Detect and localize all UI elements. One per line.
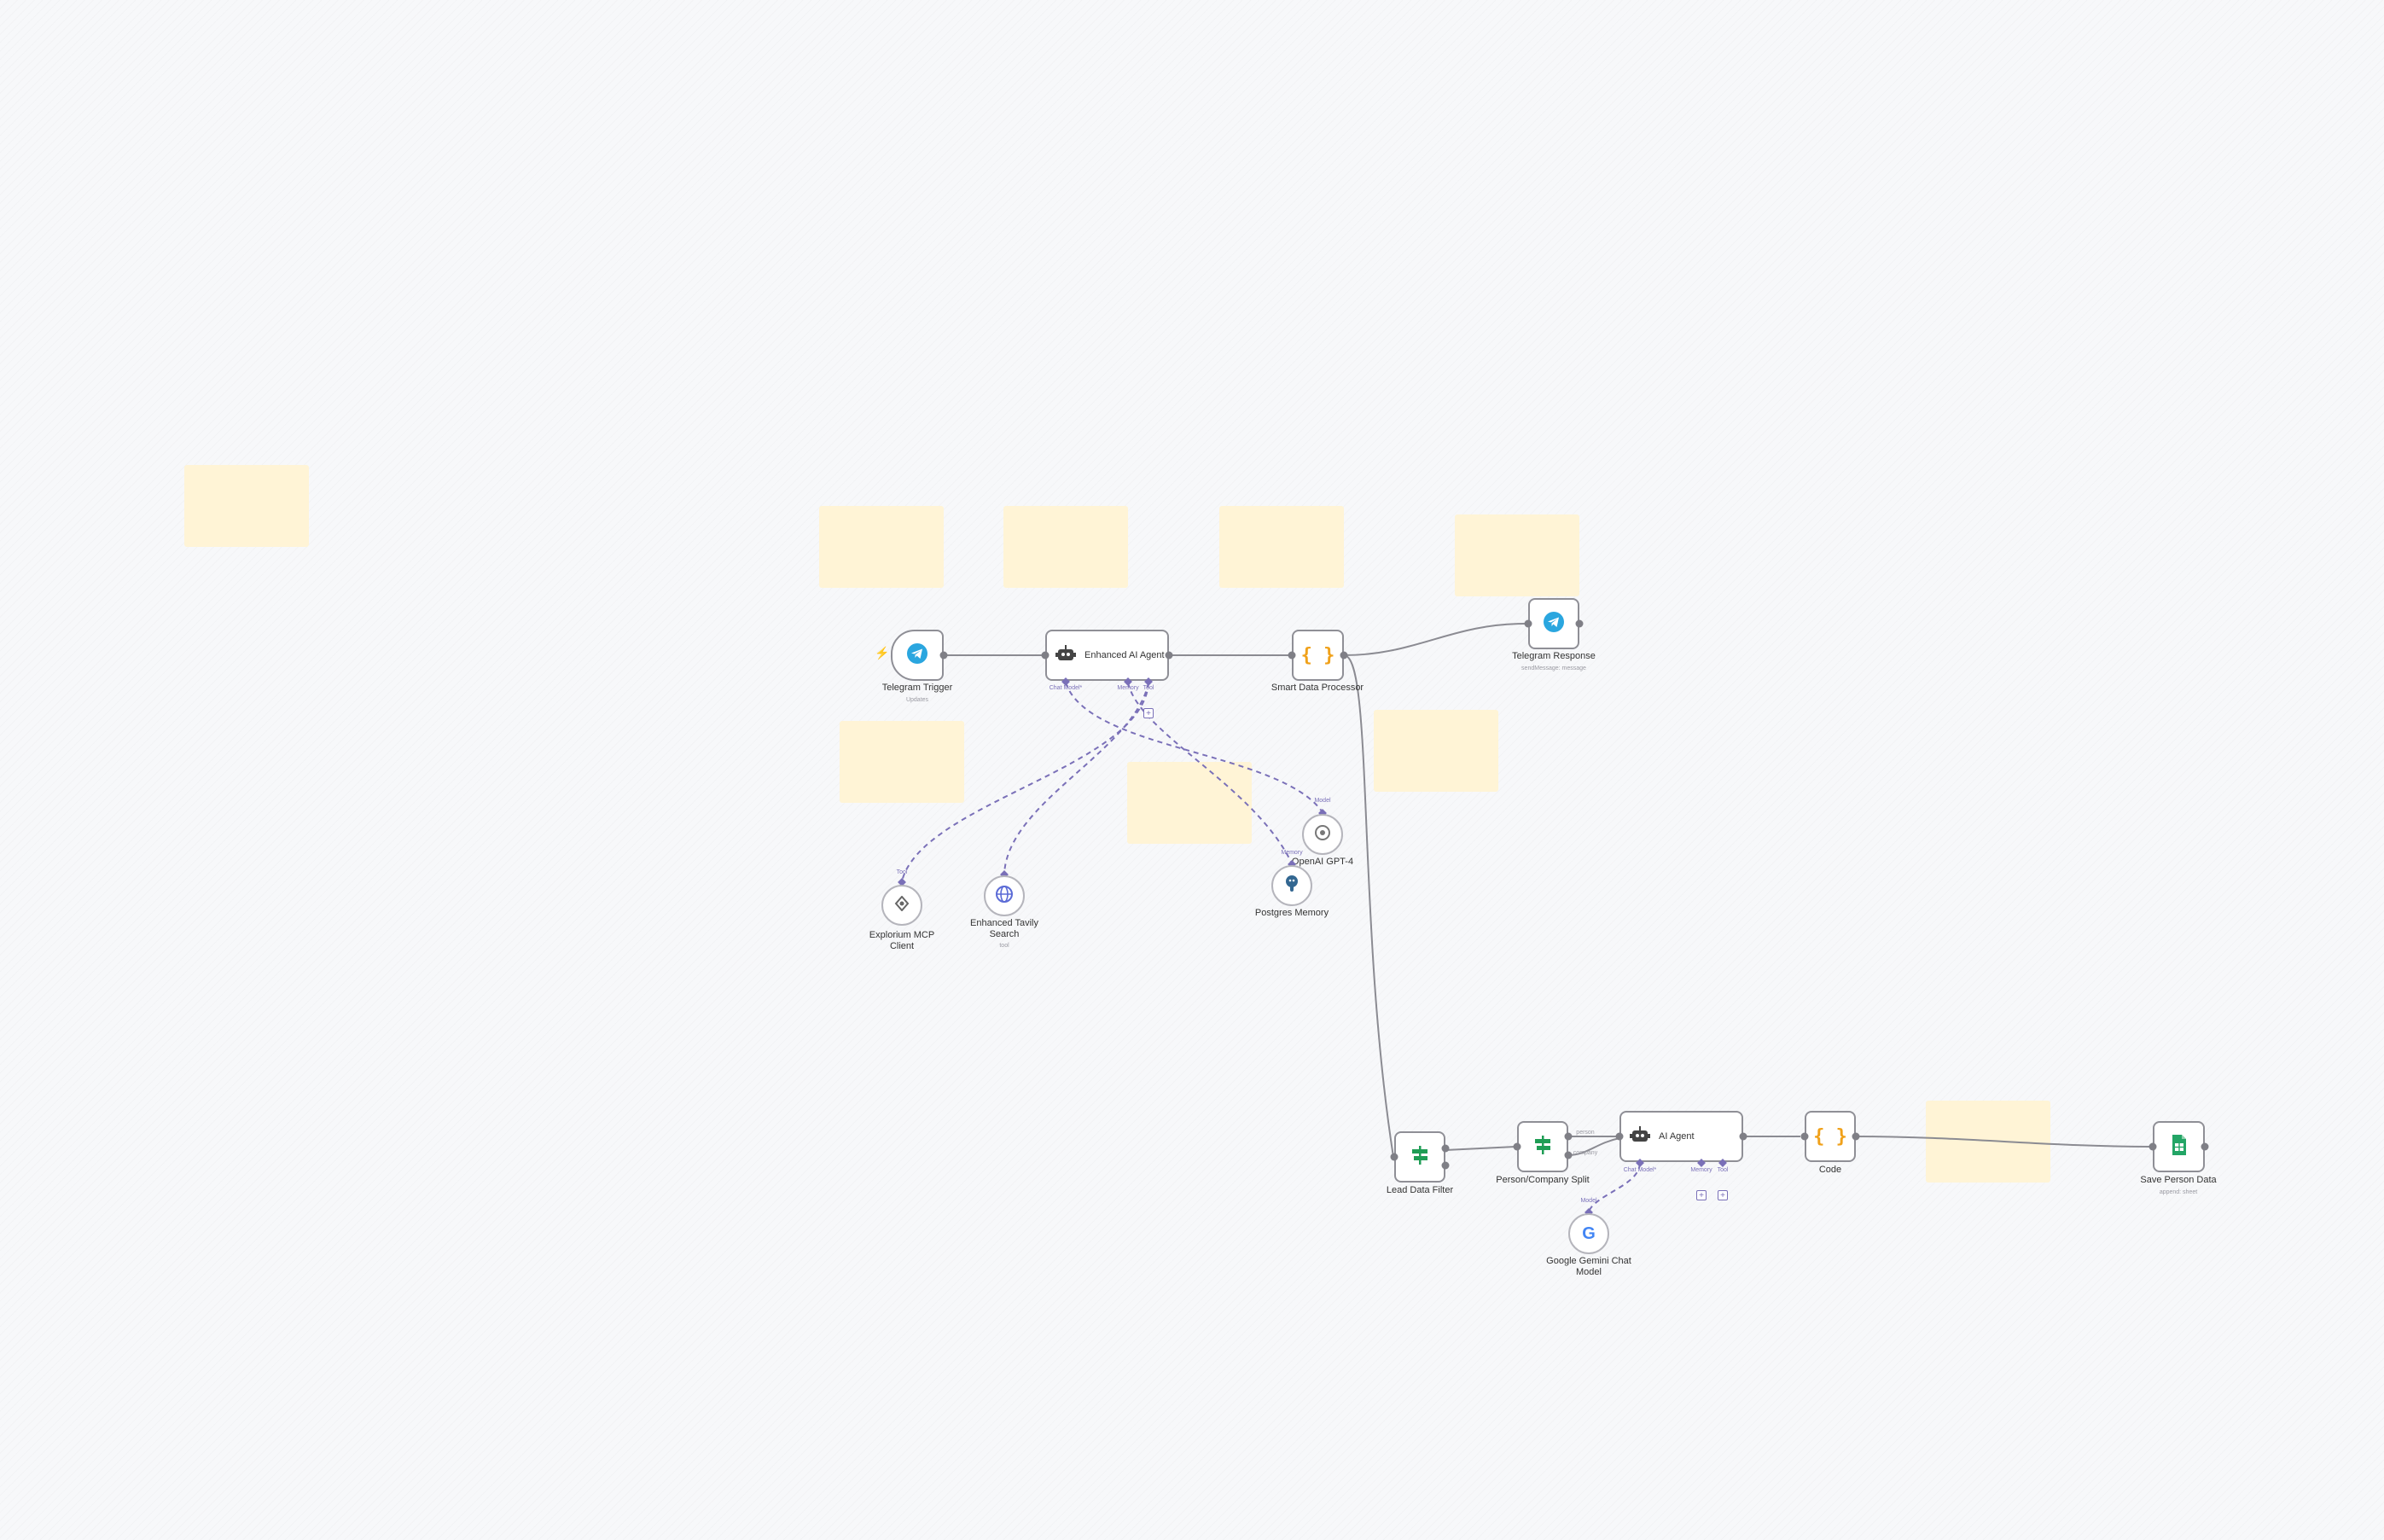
input-handle[interactable]: [1524, 619, 1532, 628]
node-label: Smart Data Processor: [1270, 683, 1364, 693]
postgres-icon: [1283, 875, 1300, 898]
port-label: Chat Model*: [1049, 685, 1083, 691]
input-handle[interactable]: [2149, 1142, 2157, 1151]
trigger-bolt-icon: ⚡: [875, 646, 890, 660]
sticky-note[interactable]: [1455, 514, 1579, 596]
output-handle[interactable]: [1852, 1132, 1860, 1141]
output-handle[interactable]: [1441, 1161, 1450, 1170]
node-telegram-response[interactable]: [1528, 598, 1579, 649]
node-label: Postgres Memory: [1254, 908, 1329, 918]
sticky-note[interactable]: [840, 721, 964, 803]
node-label: Telegram Trigger: [881, 683, 953, 693]
mcp-icon: [894, 894, 910, 915]
sticky-note[interactable]: [1127, 762, 1252, 844]
input-handle[interactable]: [1800, 1132, 1809, 1141]
node-smart-data-processor[interactable]: { }: [1292, 630, 1344, 681]
telegram-icon: [1543, 611, 1565, 637]
node-google-gemini-chat-model[interactable]: G: [1568, 1213, 1609, 1254]
port-label: Tool: [1143, 685, 1154, 691]
output-label: company: [1573, 1150, 1598, 1156]
output-handle[interactable]: [1165, 651, 1173, 660]
node-label: Telegram Response: [1512, 651, 1596, 661]
node-enhanced-tavily-search[interactable]: [984, 875, 1025, 916]
node-postgres-memory[interactable]: [1271, 865, 1312, 906]
google-icon: G: [1582, 1223, 1596, 1243]
sticky-note[interactable]: [819, 506, 944, 588]
output-handle[interactable]: [2201, 1142, 2209, 1151]
code-braces-icon: { }: [1300, 644, 1335, 666]
node-label: OpenAI GPT-4: [1291, 857, 1354, 867]
code-braces-icon: { }: [1813, 1125, 1847, 1148]
sticky-note[interactable]: [184, 465, 309, 547]
output-handle-company[interactable]: [1564, 1151, 1573, 1159]
input-handle[interactable]: [1390, 1153, 1398, 1161]
node-label: Save Person Data: [2140, 1175, 2217, 1185]
input-handle[interactable]: [1615, 1132, 1624, 1141]
output-handle[interactable]: [1575, 619, 1584, 628]
connection[interactable]: [1445, 1146, 1516, 1151]
node-label: Lead Data Filter: [1386, 1185, 1454, 1195]
output-handle-person[interactable]: [1564, 1132, 1573, 1141]
filter-signpost-icon: [1532, 1134, 1553, 1160]
input-handle[interactable]: [1288, 651, 1296, 660]
node-title: Enhanced AI Agent: [1084, 650, 1165, 660]
input-handle[interactable]: [1513, 1142, 1521, 1151]
node-subtitle: tool: [999, 943, 1009, 949]
sheets-icon: [2171, 1134, 2188, 1160]
node-openai-gpt4[interactable]: [1302, 814, 1343, 855]
port-label: Memory: [1117, 685, 1139, 691]
node-telegram-trigger[interactable]: [891, 630, 944, 681]
add-tool-button[interactable]: +: [1143, 708, 1154, 718]
telegram-icon: [906, 642, 928, 669]
port-label: Chat Model*: [1623, 1167, 1657, 1173]
node-subtitle: sendMessage: message: [1521, 665, 1586, 671]
node-save-person-data[interactable]: [2153, 1121, 2205, 1172]
port-label: Model: [1314, 798, 1331, 804]
robot-icon: [1630, 1125, 1650, 1148]
node-subtitle: append: sheet: [2159, 1189, 2198, 1195]
node-subtitle: Updates: [905, 697, 929, 703]
port-label: Tool: [1717, 1167, 1729, 1173]
node-code[interactable]: { }: [1805, 1111, 1856, 1162]
globe-icon: [995, 885, 1014, 908]
output-label: person: [1576, 1130, 1595, 1136]
add-tool-button[interactable]: +: [1718, 1190, 1728, 1200]
connection[interactable]: [1343, 623, 1526, 656]
node-title: AI Agent: [1659, 1131, 1695, 1142]
node-enhanced-ai-agent[interactable]: Enhanced AI Agent: [1045, 630, 1169, 681]
output-handle[interactable]: [1441, 1144, 1450, 1153]
output-handle[interactable]: [939, 651, 948, 660]
node-person-company-split[interactable]: [1517, 1121, 1568, 1172]
node-label: Person/Company Split: [1496, 1175, 1590, 1185]
node-lead-data-filter[interactable]: [1394, 1131, 1445, 1183]
input-handle[interactable]: [1041, 651, 1050, 660]
output-handle[interactable]: [1340, 651, 1348, 660]
port-label: Tool: [896, 869, 908, 875]
sticky-note[interactable]: [1374, 710, 1498, 792]
node-label: Enhanced Tavily Search: [970, 918, 1038, 939]
robot-icon: [1055, 644, 1076, 667]
port-label: Model: [1580, 1198, 1597, 1204]
node-ai-agent[interactable]: AI Agent: [1619, 1111, 1743, 1162]
sticky-note[interactable]: [1219, 506, 1344, 588]
node-label: Explorium MCP Client: [869, 930, 935, 951]
filter-signpost-icon: [1410, 1144, 1430, 1171]
node-label: Google Gemini Chat Model: [1546, 1256, 1631, 1277]
main-connections: [944, 623, 2152, 1158]
node-explorium-mcp-client[interactable]: [881, 885, 922, 926]
port-label: Memory: [1281, 850, 1303, 856]
openai-icon: [1314, 824, 1331, 846]
add-memory-button[interactable]: +: [1696, 1190, 1707, 1200]
sticky-note[interactable]: [1926, 1101, 2050, 1183]
sticky-note[interactable]: [1003, 506, 1128, 588]
port-label: Memory: [1690, 1167, 1712, 1173]
output-handle[interactable]: [1739, 1132, 1747, 1141]
node-label: Code: [1818, 1165, 1842, 1175]
